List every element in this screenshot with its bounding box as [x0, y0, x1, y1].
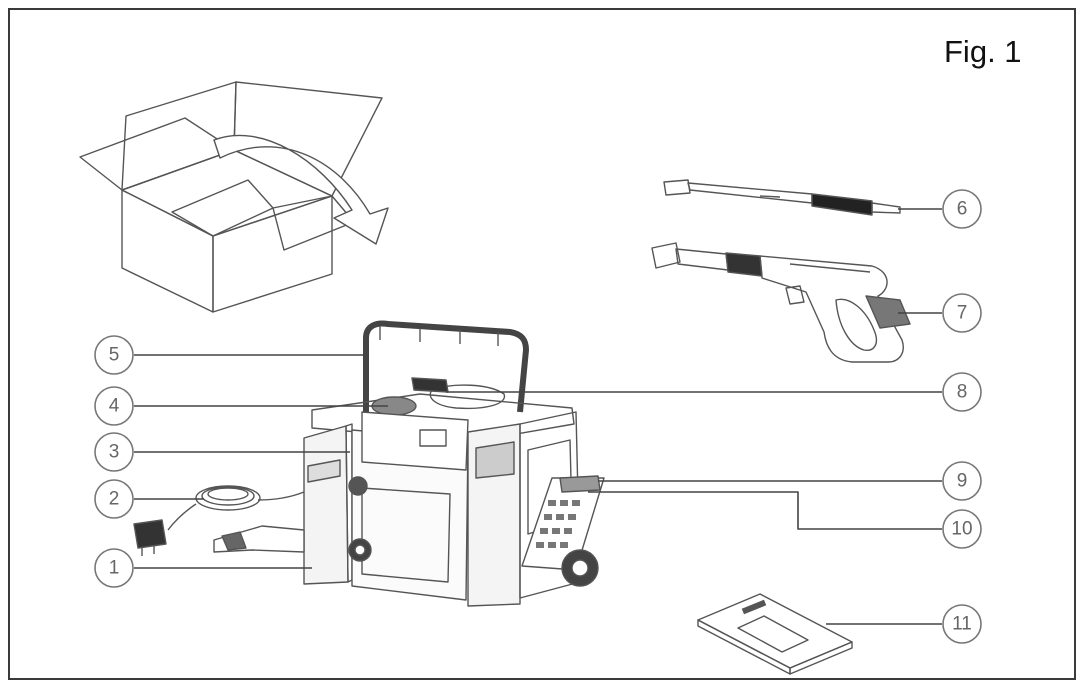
callout-number: 10	[951, 519, 972, 540]
callout-3: 3	[94, 432, 134, 472]
power-cord-illustration	[133, 485, 305, 556]
callout-number: 6	[957, 199, 968, 220]
callout-number: 3	[109, 442, 120, 463]
callout-number: 8	[957, 382, 968, 403]
callout-1: 1	[94, 548, 134, 588]
callout-6: 6	[942, 189, 982, 229]
callout-7: 7	[942, 293, 982, 333]
callout-11: 11	[942, 604, 982, 644]
callout-number: 7	[957, 303, 968, 324]
callout-9: 9	[942, 461, 982, 501]
callout-10: 10	[942, 509, 982, 549]
figure-title: Fig. 1	[944, 34, 1022, 69]
callout-number: 2	[109, 489, 120, 510]
leader-lines	[134, 208, 942, 625]
callout-number: 5	[109, 345, 120, 366]
callouts: 5 4 3 2 1 6 7 8	[94, 189, 982, 644]
box-illustration	[79, 81, 389, 313]
callout-5: 5	[94, 335, 134, 375]
callout-number: 11	[952, 614, 972, 635]
callout-number: 4	[109, 396, 120, 417]
spray-gun-illustration	[651, 242, 911, 363]
callout-2: 2	[94, 479, 134, 519]
callout-number: 1	[109, 558, 120, 579]
lance-illustration	[663, 179, 901, 216]
callout-8: 8	[942, 372, 982, 412]
callout-number: 9	[957, 471, 968, 492]
pressure-washer-unit	[213, 320, 605, 607]
callout-4: 4	[94, 386, 134, 426]
manual-booklet-illustration	[697, 593, 853, 675]
